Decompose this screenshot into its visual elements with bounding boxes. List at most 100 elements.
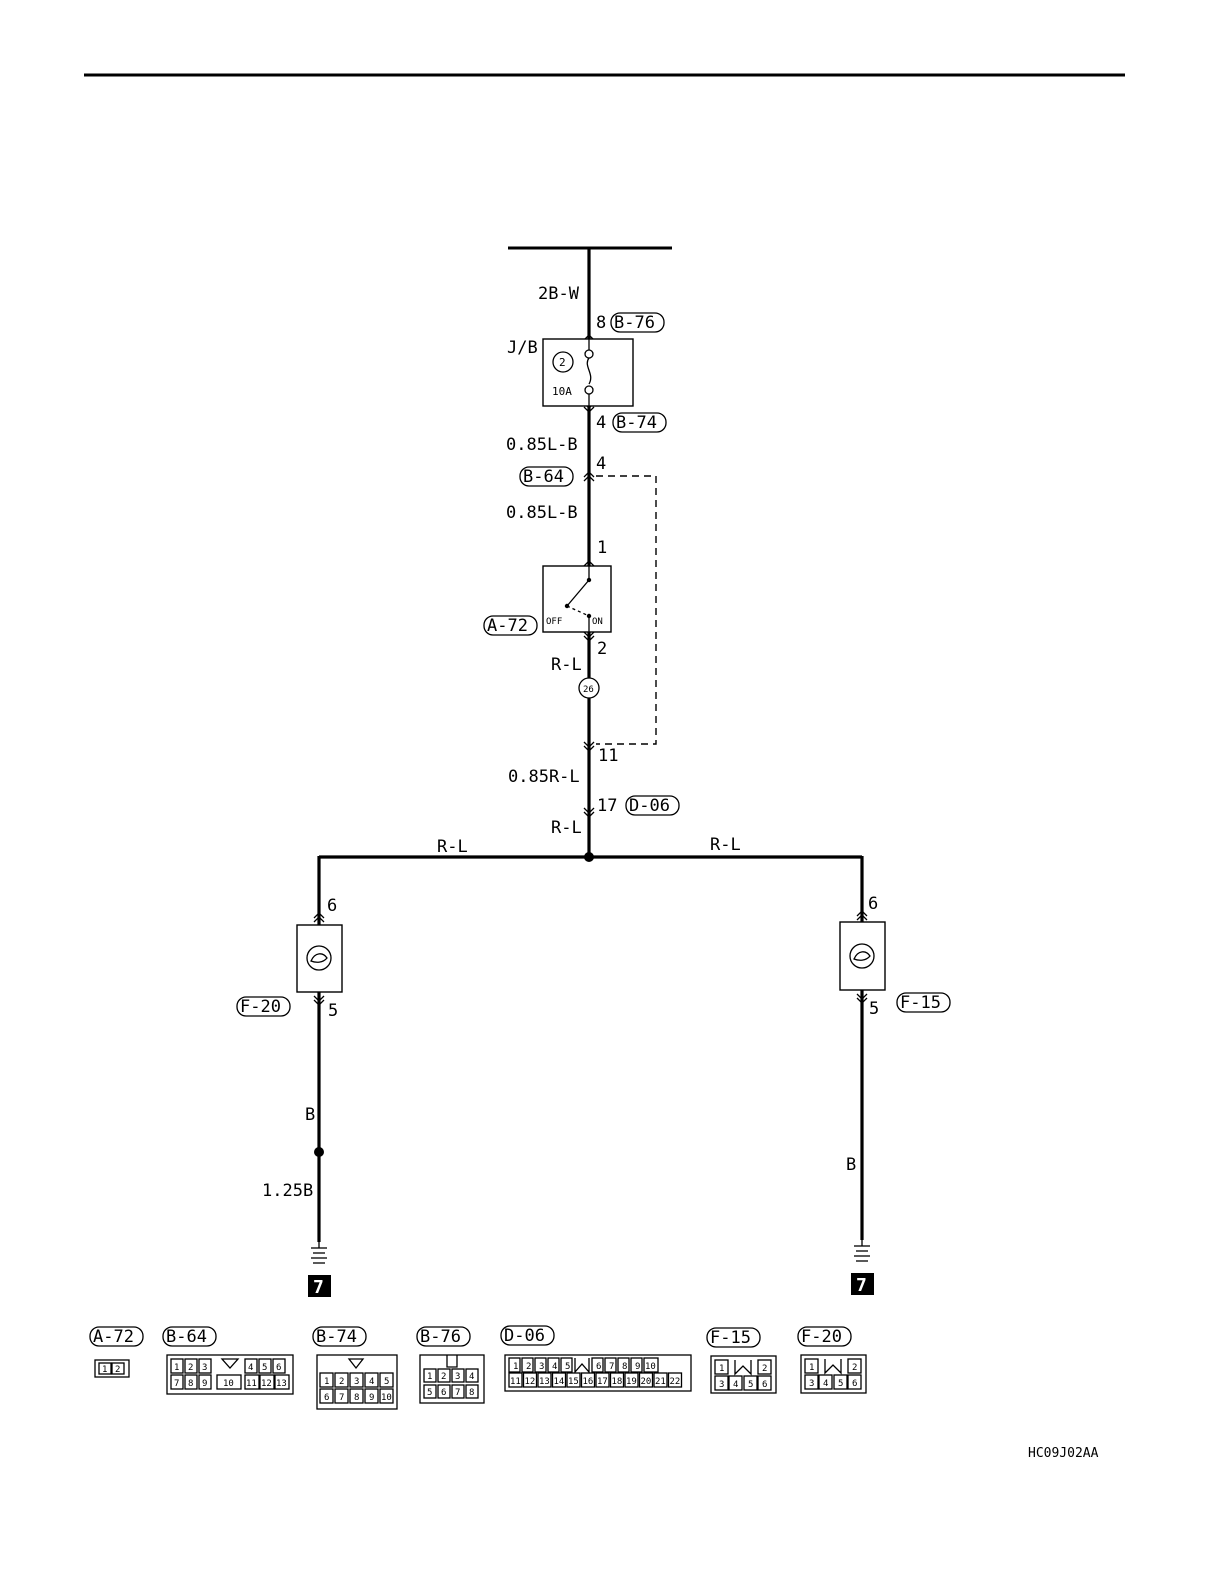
legend-b64: B-64 1 2 3 4 5 6 7 8 9 10 11 12 13 — [162, 1326, 294, 1395]
legend-pin-cell — [566, 1372, 581, 1388]
dashed-connector-outline — [596, 475, 657, 745]
svg-text:6: 6 — [852, 1379, 857, 1389]
svg-text:26: 26 — [583, 685, 594, 695]
switch-in-pin-label: 1 — [597, 538, 607, 558]
legend-pin-cell — [580, 1372, 596, 1388]
legend-pin-cell — [624, 1372, 639, 1388]
legend-pin-number: 17 — [597, 1377, 608, 1387]
svg-text:F-20: F-20 — [240, 997, 281, 1017]
legend-pin-number: 2 — [526, 1362, 531, 1372]
svg-text:2: 2 — [852, 1363, 857, 1373]
wire-label-branch-right: R-L — [710, 835, 741, 855]
svg-text:6: 6 — [441, 1388, 446, 1398]
left-lamp-pin-in: 6 — [327, 896, 337, 916]
right-wire-b-label: B — [846, 1155, 856, 1175]
svg-text:7: 7 — [339, 1393, 344, 1403]
svg-text:12: 12 — [261, 1379, 272, 1389]
wire-label-after-d06: R-L — [551, 818, 582, 838]
right-lamp-pin-in: 6 — [868, 894, 878, 914]
switch-on-label: ON — [592, 617, 603, 627]
svg-text:B-76: B-76 — [614, 313, 655, 333]
left-wire-ground-label: 1.25B — [262, 1181, 313, 1201]
legend-pin-cell — [551, 1372, 567, 1388]
svg-text:2: 2 — [762, 1364, 767, 1374]
connector-tag-b64: B-64 — [519, 466, 574, 487]
legend-a72: A-72 1 2 — [89, 1326, 144, 1378]
switch-icon — [564, 566, 592, 632]
jb-out-pin-label: 4 — [596, 413, 606, 433]
svg-text:5: 5 — [384, 1377, 389, 1387]
legend-pin-cell — [537, 1372, 552, 1388]
svg-text:5: 5 — [748, 1380, 753, 1390]
connector-tag-b76: B-76 — [610, 312, 665, 333]
right-lamp-box — [839, 921, 886, 991]
legend-pin-number: 9 — [635, 1362, 640, 1372]
connector-tag-f20: F-20 — [236, 996, 291, 1017]
svg-text:F-15: F-15 — [900, 993, 941, 1013]
svg-text:8: 8 — [469, 1388, 474, 1398]
switch-box — [542, 565, 612, 633]
svg-text:8: 8 — [188, 1379, 193, 1389]
legend-pin-number: 10 — [645, 1362, 656, 1372]
svg-text:B-74: B-74 — [316, 1327, 357, 1347]
legend-pin-number: 5 — [565, 1362, 570, 1372]
branch-wire — [317, 855, 864, 925]
svg-text:6: 6 — [276, 1363, 281, 1373]
svg-text:2: 2 — [115, 1365, 120, 1375]
svg-text:8: 8 — [354, 1393, 359, 1403]
ground-ref-badge-right: 7 — [851, 1273, 874, 1296]
ground-symbol-icon — [311, 1240, 327, 1264]
svg-text:9: 9 — [202, 1379, 207, 1389]
svg-text:6: 6 — [762, 1380, 767, 1390]
legend-pin-cell — [617, 1357, 630, 1373]
svg-text:1: 1 — [719, 1364, 724, 1374]
wire-label-switch-out: R-L — [551, 655, 582, 675]
legend-pin-number: 22 — [670, 1377, 681, 1387]
switch-out-pin-label: 2 — [597, 639, 607, 659]
legend-pin-number: 21 — [655, 1377, 666, 1387]
connector-tag-b74: B-74 — [612, 412, 667, 433]
svg-text:1: 1 — [102, 1365, 107, 1375]
legend-f20: F-20 1 2 3 4 5 6 — [797, 1326, 867, 1394]
ground-symbol-icon — [854, 1238, 870, 1262]
legend-pin-number: 19 — [626, 1377, 637, 1387]
left-splice-dot — [314, 1147, 324, 1157]
legend-pin-number: 18 — [612, 1377, 623, 1387]
svg-text:5: 5 — [427, 1388, 432, 1398]
legend-pin-cell — [653, 1372, 668, 1388]
connector-tag-a72: A-72 — [483, 615, 538, 636]
legend-pin-cell — [591, 1357, 604, 1373]
legend-pin-number: 6 — [596, 1362, 601, 1372]
svg-text:A-72: A-72 — [487, 616, 528, 636]
legend-pin-cell — [534, 1357, 547, 1373]
svg-text:B-64: B-64 — [523, 467, 564, 487]
legend-pin-cell — [560, 1357, 573, 1373]
legend-pin-cell — [547, 1357, 560, 1373]
legend-f15: F-15 1 2 3 4 5 6 — [706, 1327, 777, 1394]
lamp-bulb-icon — [849, 943, 875, 969]
supply-pin-label: 8 — [596, 313, 606, 333]
svg-text:10: 10 — [223, 1379, 234, 1389]
svg-text:F-20: F-20 — [801, 1327, 842, 1347]
svg-text:10: 10 — [381, 1393, 392, 1403]
legend-pin-cell — [522, 1372, 538, 1388]
svg-text:9: 9 — [369, 1393, 374, 1403]
legend-pin-cell — [604, 1357, 617, 1373]
svg-text:3: 3 — [809, 1379, 814, 1389]
legend-pin-cell — [521, 1357, 534, 1373]
legend-pin-number: 20 — [641, 1377, 652, 1387]
legend-pin-cell — [667, 1372, 683, 1388]
svg-text:4: 4 — [733, 1380, 738, 1390]
b64-pin-label: 4 — [596, 454, 606, 474]
svg-text:3: 3 — [719, 1380, 724, 1390]
connector-tag-f15: F-15 — [896, 992, 951, 1013]
legend-pin-cell — [630, 1357, 643, 1373]
fuse-number-badge: 2 — [552, 351, 574, 373]
junction-dot — [584, 852, 594, 862]
legend-pin-number: 14 — [554, 1377, 565, 1387]
figure-code: HC09J02AA — [1028, 1446, 1099, 1461]
svg-text:5: 5 — [262, 1363, 267, 1373]
svg-text:3: 3 — [455, 1372, 460, 1382]
connector-tag-d06: D-06 — [625, 795, 680, 816]
svg-text:B-64: B-64 — [166, 1327, 207, 1347]
